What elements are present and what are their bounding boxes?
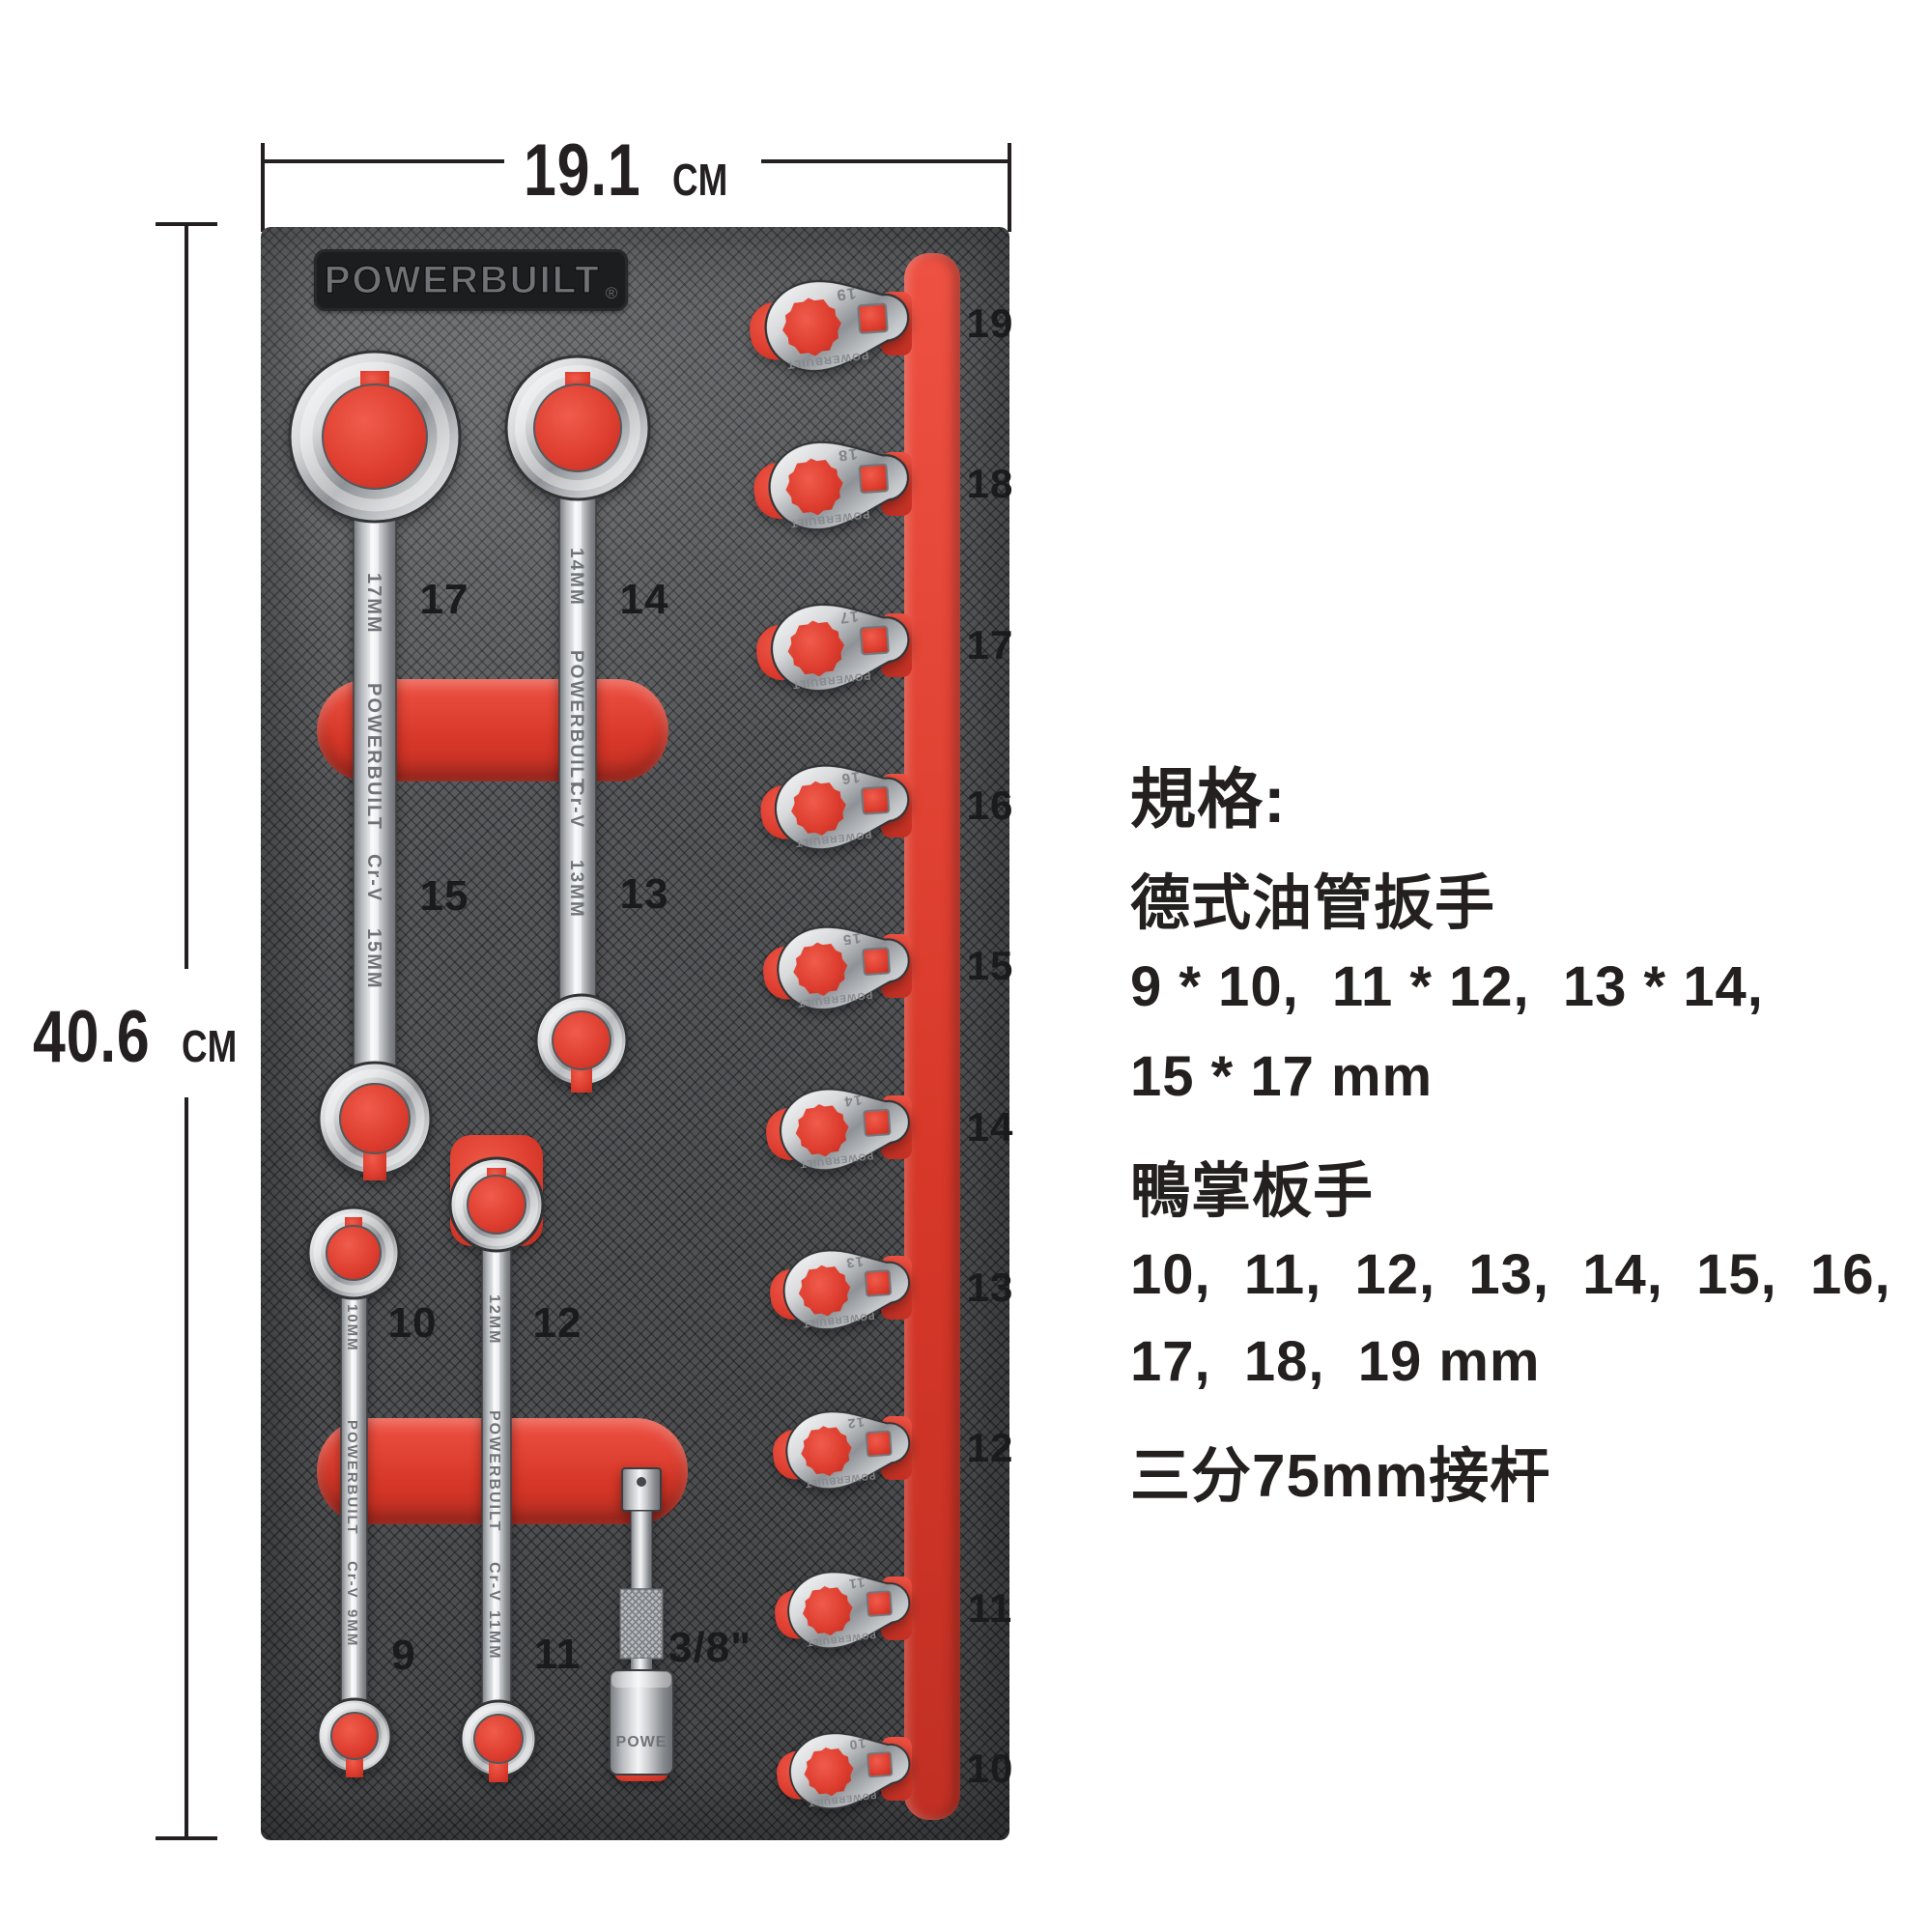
flare-wrench-10x9: 10MM POWERBUILT Cr-V 9MM [304,1175,403,1794]
width-value: 19.1 [524,129,641,212]
size-stamp: 15MM [363,928,384,990]
size-stamp: 17MM [363,573,384,635]
crowfoot-wrench-15: 15 POWERBUILT [757,914,921,1020]
size-stamp: 12MM [486,1294,502,1345]
height-dim-line-top [185,224,188,969]
brand-stamp: POWERBUILT [486,1410,502,1532]
alloy-stamp: Cr-V [363,854,384,902]
width-dim-label: 19.1 CM [502,128,763,213]
extension-bar: POWE [609,1466,674,1785]
width-dim-line-right [761,159,1009,163]
crowfoot-wrench-12: 12 POWERBUILT [767,1399,920,1497]
alloy-stamp: Cr-V [344,1561,360,1600]
size-stamp: 14MM [566,548,586,607]
spec-line-7: 三分75mm接杆 [1130,1443,1551,1510]
foam-label-15: 15 [419,872,469,920]
brand-logo: POWERBUILT [324,258,601,301]
spec-line-2: 9 * 10, 11 * 12, 13 * 14, [1130,955,1764,1018]
foam-label-col-13: 13 [966,1264,1014,1310]
size-stamp: 11MM [486,1610,502,1661]
red-foam-rail [904,253,960,1820]
height-unit: CM [181,1021,238,1071]
spec-title: 規格: [1130,763,1287,837]
crowfoot-wrench-16: 16 POWERBUILT [754,753,921,860]
size-stamp: 17 [838,608,859,626]
alloy-stamp: Cr-V [566,782,586,829]
size-stamp: 11 [847,1575,866,1592]
foam-label-col-11: 11 [967,1585,1013,1631]
size-stamp: 13MM [566,860,586,919]
foam-label-13: 13 [619,870,669,918]
foam-label-9: 9 [391,1632,416,1679]
spec-line-3: 15 * 17 mm [1130,1045,1434,1108]
size-stamp: 13 [844,1253,864,1270]
height-dim-line-bottom [185,1097,188,1840]
crowfoot-wrench-17: 17 POWERBUILT [751,590,921,700]
crowfoot-wrench-13: 13 POWERBUILT [764,1237,920,1339]
brand-stamp: POWERBUILT [363,683,384,831]
spec-line-6: 17, 18, 19 mm [1130,1330,1541,1393]
registered-mark: ® [605,284,618,302]
brand-stamp: POWERBUILT [344,1420,360,1536]
height-dim-tick-top [156,222,217,226]
brand-stamp: POWERBUILT [566,650,586,791]
height-value: 40.6 [33,996,151,1078]
crowfoot-wrench-19: 19 POWERBUILT [743,267,922,382]
foam-label-col-15: 15 [966,943,1014,988]
flare-wrench-17x15: 17MM POWERBUILT Cr-V 15MM [286,317,464,1198]
size-stamp: 10MM [344,1304,360,1352]
width-dim-line-left [263,159,504,163]
width-unit: CM [672,155,728,205]
foam-label-17: 17 [419,576,469,623]
tool-tray: POWERBUILT ® [261,227,1013,1840]
foam-label-col-14: 14 [966,1104,1014,1150]
foam-label-12: 12 [532,1299,582,1347]
extension-stamp: POWE [616,1734,668,1750]
height-dim-label: 40.6 CM [33,995,250,1079]
foam-label-10: 10 [387,1299,438,1347]
spec-line-5: 10, 11, 12, 13, 14, 15, 16, [1130,1243,1891,1306]
brand-logo-plate: POWERBUILT ® [314,249,628,311]
size-stamp: 14 [842,1092,863,1109]
foam-label-col-12: 12 [966,1425,1014,1470]
crowfoot-wrench-10: 10 POWERBUILT [771,1721,920,1818]
crowfoot-wrench-11: 11 POWERBUILT [769,1559,920,1657]
size-stamp: 18 [837,445,859,464]
foam-label-3-8: 3/8" [668,1624,753,1671]
foam-label-col-18: 18 [966,461,1014,506]
size-stamp: 16 [839,768,861,786]
width-dim-tick-right [1008,143,1011,232]
crowfoot-wrench-14: 14 POWERBUILT [760,1076,921,1179]
flare-wrench-14x13: 14MM POWERBUILT Cr-V 13MM [502,322,653,1109]
foam-label-col-10: 10 [966,1746,1014,1791]
size-stamp: 12 [846,1414,866,1432]
foam-label-col-16: 16 [966,782,1014,828]
width-dim-tick-left [261,143,265,232]
foam-label-14: 14 [619,576,669,623]
alloy-stamp: Cr-V [486,1562,502,1603]
size-stamp: 10 [848,1736,867,1752]
spec-line-4: 鴨掌板手 [1130,1158,1375,1225]
foam-label-col-19: 19 [966,300,1014,346]
size-stamp: 15 [841,929,862,948]
crowfoot-wrench-18: 18 POWERBUILT [748,428,921,540]
spec-line-1: 德式油管扳手 [1130,870,1496,937]
size-stamp: 9MM [344,1609,360,1647]
flare-wrench-12x11: 12MM POWERBUILT Cr-V 11MM [440,1118,553,1798]
foam-label-11: 11 [533,1631,582,1678]
foam-label-col-17: 17 [966,622,1014,668]
size-stamp: 19 [835,284,857,303]
height-dim-tick-bottom [156,1836,217,1840]
